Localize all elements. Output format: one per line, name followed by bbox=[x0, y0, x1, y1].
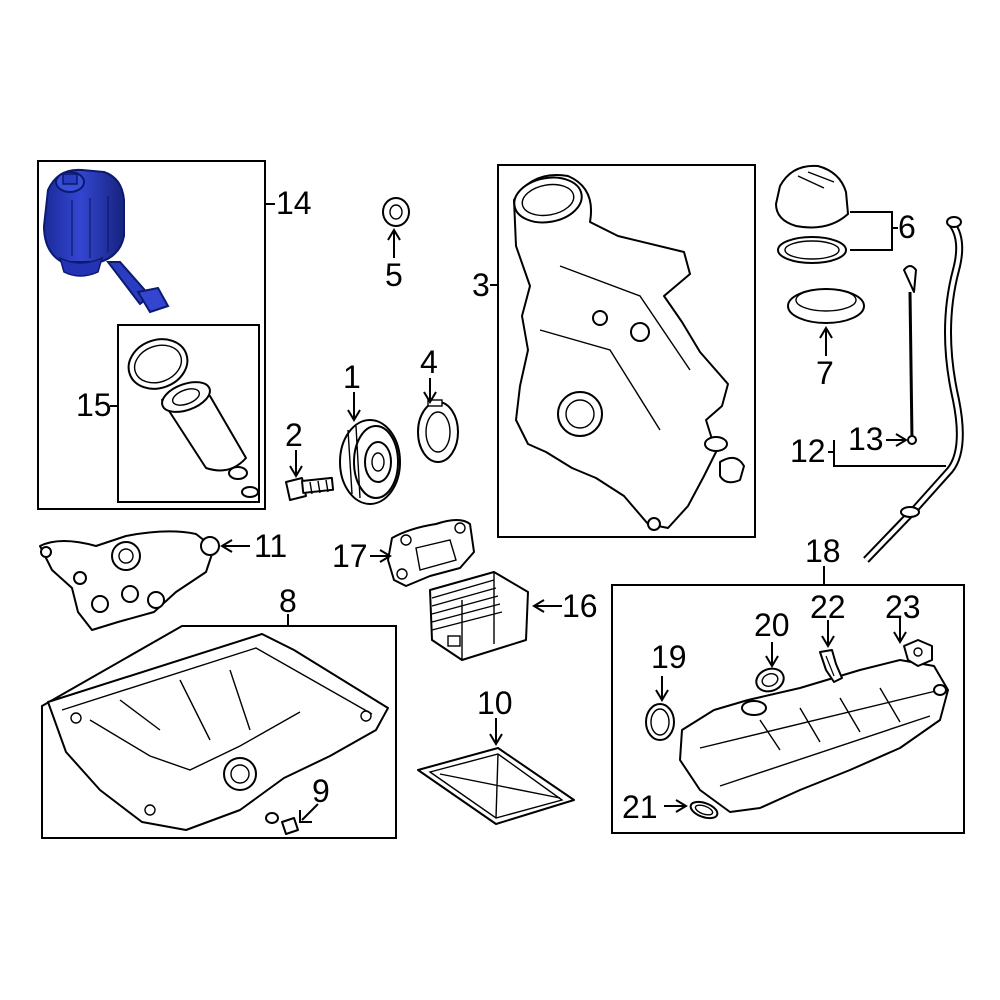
leader-5 bbox=[387, 228, 401, 258]
callout-10[interactable]: 10 bbox=[477, 685, 513, 721]
intake-manifold[interactable] bbox=[679, 659, 949, 813]
callout-18[interactable]: 18 bbox=[805, 533, 841, 569]
callout-20[interactable]: 20 bbox=[754, 607, 790, 643]
callout-7[interactable]: 7 bbox=[816, 355, 834, 391]
leader-22 bbox=[821, 620, 835, 648]
callout-19[interactable]: 19 bbox=[651, 639, 687, 675]
callout-2[interactable]: 2 bbox=[285, 417, 303, 453]
callout-12[interactable]: 12 bbox=[790, 433, 826, 469]
group-box-15 bbox=[117, 324, 260, 503]
callout-11[interactable]: 11 bbox=[254, 528, 287, 564]
leader-20 bbox=[765, 642, 779, 668]
callout-8[interactable]: 8 bbox=[279, 583, 297, 619]
leader-12 bbox=[828, 440, 946, 467]
leader-19 bbox=[655, 676, 669, 702]
o-ring-19[interactable] bbox=[645, 703, 675, 741]
oil-filter-housing-highlighted[interactable] bbox=[42, 168, 170, 314]
filter-element-kit[interactable] bbox=[122, 331, 259, 498]
leader-4 bbox=[423, 378, 437, 404]
seal-ring-7[interactable] bbox=[787, 288, 865, 324]
seal-21[interactable] bbox=[688, 799, 719, 822]
oil-filler-cap[interactable] bbox=[775, 164, 849, 264]
leader-16 bbox=[532, 599, 562, 613]
dipstick[interactable] bbox=[903, 265, 917, 445]
leader-9 bbox=[299, 803, 319, 823]
leader-23 bbox=[893, 618, 907, 644]
callout-21[interactable]: 21 bbox=[622, 789, 658, 825]
leader-17 bbox=[370, 549, 392, 563]
group-box-3 bbox=[497, 164, 756, 538]
oil-cooler-gasket[interactable] bbox=[387, 519, 475, 587]
engine-mount-bracket[interactable] bbox=[39, 530, 220, 631]
leader-21 bbox=[664, 799, 688, 813]
callout-23[interactable]: 23 bbox=[885, 589, 921, 625]
group-box-8 bbox=[41, 625, 397, 839]
oil-cooler[interactable] bbox=[429, 571, 529, 661]
crankshaft-pulley[interactable] bbox=[339, 419, 401, 505]
dipstick-tube[interactable] bbox=[863, 216, 964, 563]
gasket-20[interactable] bbox=[753, 665, 787, 695]
callout-9[interactable]: 9 bbox=[312, 773, 330, 809]
seal-part-5[interactable] bbox=[382, 197, 410, 227]
callout-4[interactable]: 4 bbox=[420, 344, 438, 380]
leader-11 bbox=[220, 539, 250, 553]
callout-6[interactable]: 6 bbox=[898, 209, 916, 245]
sensor-23[interactable] bbox=[903, 639, 933, 667]
crankshaft-seal[interactable] bbox=[417, 399, 459, 463]
callout-1[interactable]: 1 bbox=[343, 359, 361, 395]
callout-17[interactable]: 17 bbox=[332, 538, 368, 574]
sensor-22[interactable] bbox=[819, 649, 843, 683]
group-box-18 bbox=[611, 584, 965, 834]
callout-22[interactable]: 22 bbox=[810, 589, 846, 625]
leader-1 bbox=[347, 392, 361, 422]
oil-pan[interactable] bbox=[47, 633, 389, 831]
callout-3[interactable]: 3 bbox=[472, 267, 490, 303]
leader-2 bbox=[289, 450, 303, 478]
oil-pan-gasket[interactable] bbox=[417, 747, 575, 825]
pulley-bolt[interactable] bbox=[285, 476, 335, 501]
callout-5[interactable]: 5 bbox=[385, 257, 403, 293]
callout-13[interactable]: 13 bbox=[848, 421, 884, 457]
callout-15[interactable]: 15 bbox=[76, 387, 112, 423]
callout-16[interactable]: 16 bbox=[562, 588, 598, 624]
drain-plug[interactable] bbox=[265, 812, 299, 835]
leader-13 bbox=[886, 433, 908, 447]
callout-14[interactable]: 14 bbox=[276, 185, 312, 221]
timing-cover[interactable] bbox=[511, 172, 745, 531]
leader-7 bbox=[819, 326, 833, 356]
leader-10 bbox=[489, 718, 503, 746]
group-box-14 bbox=[37, 160, 266, 510]
leader-6 bbox=[850, 211, 898, 251]
